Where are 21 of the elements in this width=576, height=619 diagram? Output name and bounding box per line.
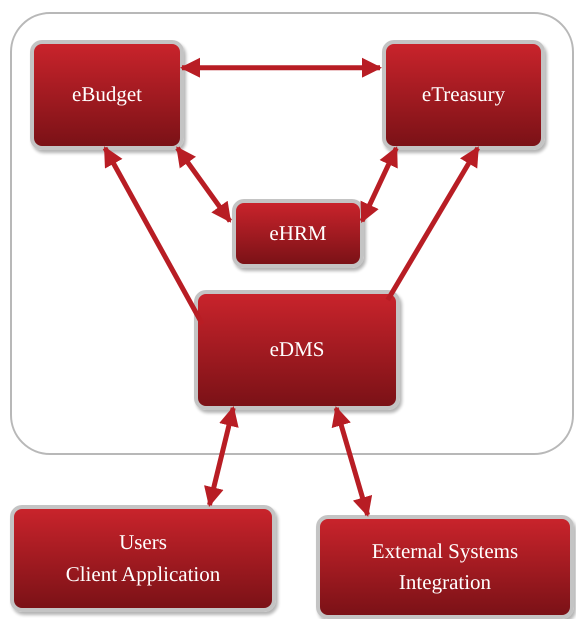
double-arrow <box>102 146 204 326</box>
double-arrow <box>180 58 382 78</box>
module-box <box>10 505 276 612</box>
module-box <box>382 40 545 150</box>
module-box <box>232 199 364 268</box>
module-label: Users <box>119 529 167 556</box>
double-arrow <box>386 146 480 302</box>
module-box <box>194 290 400 410</box>
double-arrow <box>175 146 232 223</box>
module-label: eDMS <box>270 336 324 364</box>
module-box <box>30 40 184 150</box>
module-box <box>316 515 574 619</box>
module-label: Client Application <box>66 560 220 588</box>
double-arrow <box>360 146 399 223</box>
module-label: eBudget <box>72 81 142 108</box>
module-label: External Systems Integration <box>370 538 520 596</box>
module-label: eTreasury <box>422 81 506 108</box>
container-outline <box>10 12 574 455</box>
double-arrow <box>332 406 372 517</box>
module-label: eHRM <box>269 220 327 247</box>
double-arrow <box>204 406 239 507</box>
